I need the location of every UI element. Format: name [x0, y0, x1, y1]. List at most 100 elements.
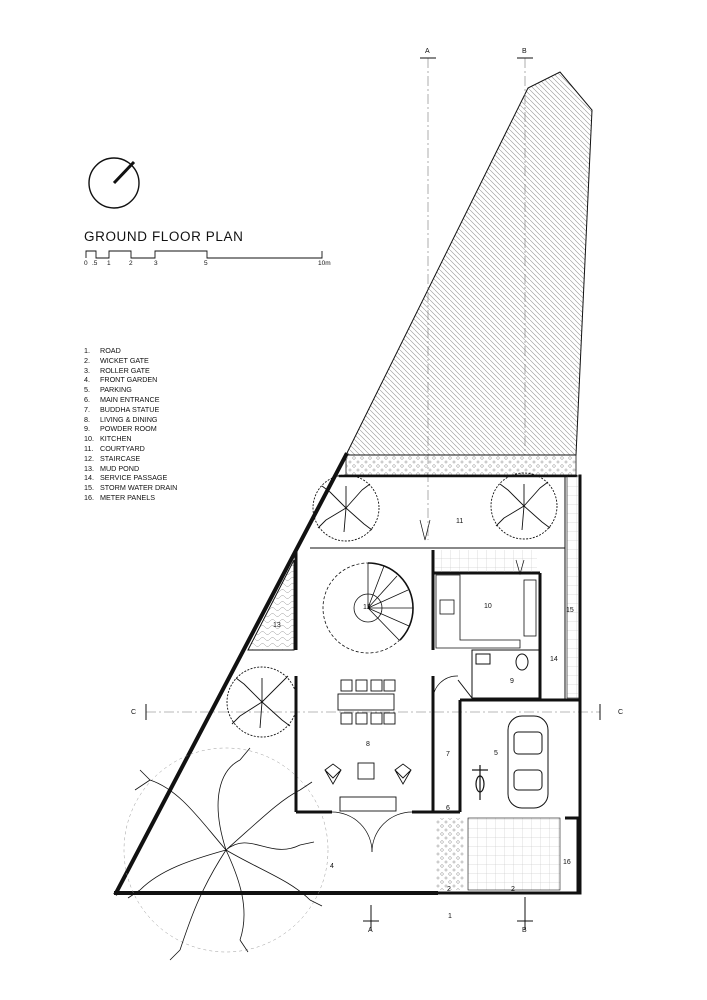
scale-label: 10m: [318, 260, 331, 267]
legend-num: 12.: [84, 453, 94, 463]
plan-title: GROUND FLOOR PLAN: [84, 229, 244, 244]
section-marker-b: B: [522, 927, 527, 934]
room-tag-front-garden: 4: [330, 863, 334, 870]
room-tag-main-entrance: 6: [446, 805, 450, 812]
legend-item: 4. FRONT GARDEN: [84, 375, 177, 385]
legend-label: WICKET GATE: [100, 355, 149, 365]
road-paving: [345, 71, 593, 456]
legend-label: FRONT GARDEN: [100, 375, 158, 385]
scale-label: 1: [107, 260, 111, 267]
meter-panel-walls: [436, 816, 580, 895]
legend-item: 8. LIVING & DINING: [84, 415, 177, 425]
tree-icon: [226, 666, 298, 738]
legend-num: 13.: [84, 463, 94, 473]
legend-item: 1. ROAD: [84, 346, 177, 356]
room-tag-parking: 5: [494, 750, 498, 757]
section-marker-a: A: [425, 48, 430, 55]
room-tag-road: 1: [448, 913, 452, 920]
room-tag-powder-room: 9: [510, 678, 514, 685]
legend-num: 10.: [84, 434, 94, 444]
living-furniture: [324, 762, 412, 812]
room-tag-wicket-gate: 2: [447, 886, 451, 893]
legend-item: 7. BUDDHA STATUE: [84, 405, 177, 415]
room-tag-kitchen: 10: [484, 603, 492, 610]
legend-label: LIVING & DINING: [100, 414, 158, 424]
north-arrow-icon: [88, 157, 140, 209]
room-tag-staircase: 12: [363, 604, 371, 611]
powder-room: [457, 649, 541, 699]
section-marker-c: C: [131, 709, 136, 716]
legend-item: 12. STAIRCASE: [84, 454, 177, 464]
legend-item: 3. ROLLER GATE: [84, 366, 177, 376]
legend-num: 11.: [84, 443, 94, 453]
legend-num: 15.: [84, 483, 94, 493]
legend-label: STORM WATER DRAIN: [100, 483, 178, 493]
front-tiles: [467, 817, 561, 891]
legend-label: COURTYARD: [100, 443, 145, 453]
legend-label: PARKING: [100, 385, 132, 395]
pebble-strip: [345, 454, 577, 476]
scale-label: 2: [129, 260, 133, 267]
legend-label: STAIRCASE: [100, 453, 141, 463]
scale-bar-labels: 0 .5 1 2 3 5 10m: [84, 260, 331, 267]
legend-item: 14. SERVICE PASSAGE: [84, 473, 177, 483]
legend-item: 6.MAIN ENTRANCE: [84, 395, 177, 405]
legend-item: 11. COURTYARD: [84, 444, 177, 454]
room-tag-buddha-statue: 7: [446, 751, 450, 758]
legend-item: 2. WICKET GATE: [84, 356, 177, 366]
section-line-a: [363, 57, 436, 930]
scale-label: .5: [92, 260, 98, 267]
scale-label: 5: [204, 260, 208, 267]
legend-num: 7.: [84, 404, 90, 414]
legend-num: 9.: [84, 424, 90, 434]
legend-label: MUD POND: [100, 463, 140, 473]
room-tag-service-passage: 14: [550, 656, 558, 663]
legend-num: 16.: [84, 492, 94, 502]
room-tag-living-dining: 8: [366, 741, 370, 748]
legend-label: METER PANELS: [100, 492, 155, 502]
legend-item: 9. POWDER ROOM: [84, 424, 177, 434]
legend-item: 5. PARKING: [84, 385, 177, 395]
room-tag-courtyard: 11: [456, 518, 463, 525]
legend-item: 15. STORM WATER DRAIN: [84, 483, 177, 493]
legend-item: 13. MUD POND: [84, 464, 177, 474]
section-marker-b: B: [522, 48, 527, 55]
kitchen-tiles: [435, 550, 537, 572]
legend-item: 16. METER PANELS: [84, 493, 177, 503]
front-pebbles: [436, 818, 464, 890]
legend-label: SERVICE PASSAGE: [100, 473, 168, 483]
scale-label: 0: [84, 260, 88, 267]
section-marker-a: A: [368, 927, 373, 934]
room-tag-mud-pond: 13: [273, 622, 281, 629]
section-line-c: [145, 704, 601, 720]
room-tag-storm-drain: 15: [566, 607, 574, 614]
tree-icon: [312, 474, 380, 542]
legend-item: 10. KITCHEN: [84, 434, 177, 444]
room-legend: 1. ROAD 2. WICKET GATE 3. ROLLER GATE 4. FRO…: [84, 346, 177, 503]
door-swings: [331, 519, 525, 853]
storm-drain: [566, 475, 580, 699]
legend-num: 2.: [84, 355, 90, 365]
staircase-drawing: [322, 562, 414, 654]
legend-num: 1.: [84, 346, 90, 355]
legend-num: 3.: [84, 365, 90, 375]
legend-label: BUDDHA STATUE: [100, 404, 160, 414]
legend-label: KITCHEN: [100, 434, 132, 444]
legend-num: 5.: [84, 385, 90, 395]
legend-label: ROLLER GATE: [100, 365, 150, 375]
legend-label: MAIN ENTRANCE: [100, 394, 160, 404]
kitchen-counter: [435, 574, 537, 649]
legend-label: POWDER ROOM: [100, 424, 157, 434]
house-walls: [294, 550, 542, 814]
car-icon: [507, 715, 549, 809]
section-marker-c: C: [618, 709, 623, 716]
scale-label: 3: [154, 260, 158, 267]
legend-label: ROAD: [100, 346, 121, 355]
legend-num: 4.: [84, 375, 90, 385]
section-line-b: [517, 57, 533, 930]
legend-num: 8.: [84, 414, 90, 424]
legend-num: 14.: [84, 473, 94, 483]
room-tag-meter-panels: 16: [563, 859, 571, 866]
parking-walls: [436, 698, 580, 814]
